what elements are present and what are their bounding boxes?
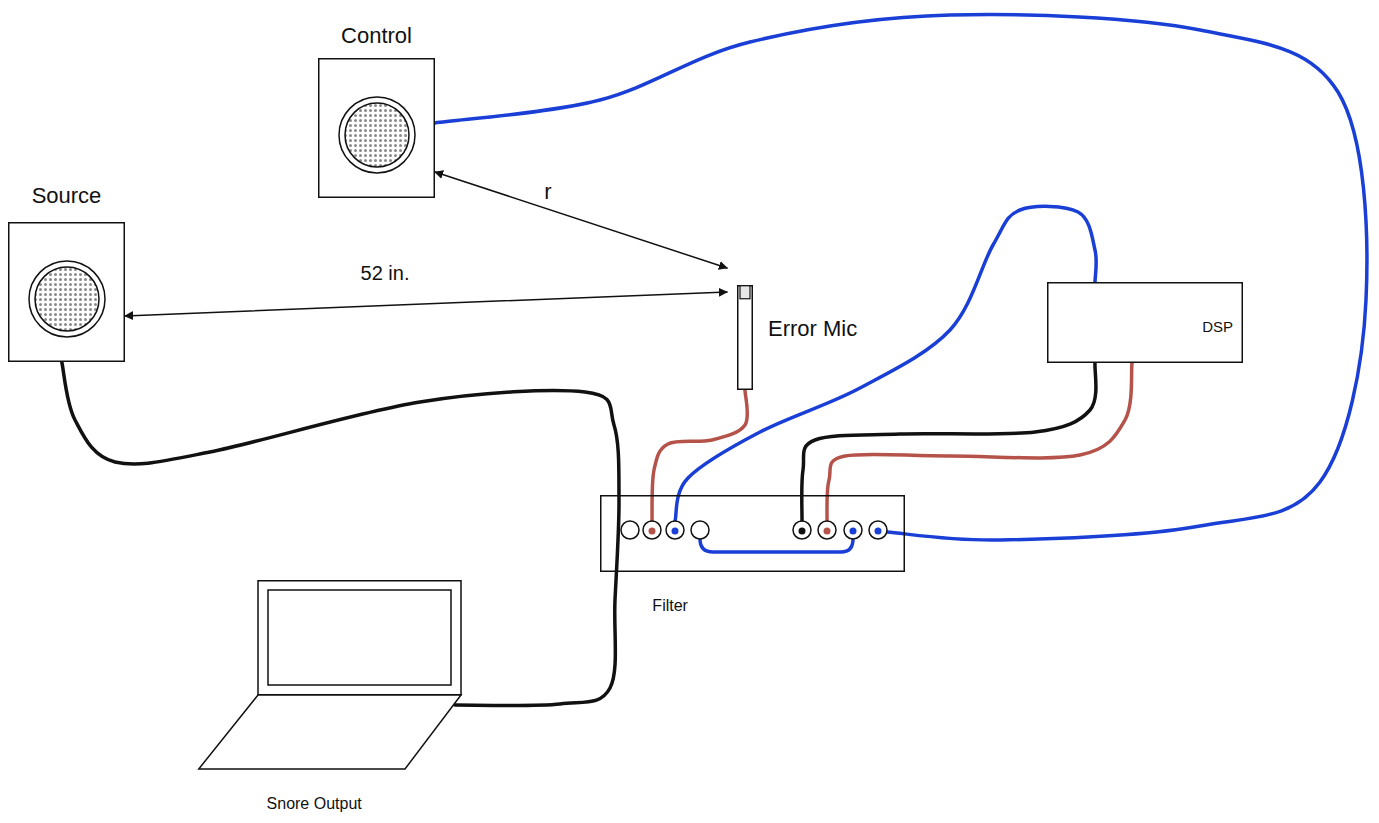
speaker-cone xyxy=(345,103,409,167)
dimension-label: 52 in. xyxy=(358,261,413,285)
speaker-cabinet xyxy=(9,223,125,362)
mic-capsule xyxy=(740,286,750,299)
distance-arrow xyxy=(435,172,727,268)
speaker-rim xyxy=(339,97,415,173)
error-microphone: Error Mic xyxy=(737,285,753,390)
speaker-rim xyxy=(29,261,105,337)
mic-body xyxy=(738,286,753,390)
error-microphone-shape xyxy=(737,285,753,390)
node-label: Control xyxy=(341,23,412,49)
plug-tip xyxy=(672,528,679,535)
source-speaker: Source xyxy=(8,222,125,362)
jumper-wire xyxy=(700,539,853,552)
control-speaker-shape xyxy=(318,58,435,198)
laptop-display xyxy=(268,590,451,685)
laptop-screen xyxy=(258,581,461,695)
dsp-output-cable xyxy=(802,363,1096,521)
node-label: DSP xyxy=(1202,318,1233,336)
plug-tip xyxy=(824,528,831,535)
dsp-input-cable xyxy=(675,206,1096,521)
control-speaker-cable xyxy=(435,15,1367,541)
dimension-label: r xyxy=(541,179,554,205)
audio-cable xyxy=(62,362,619,706)
speaker-cabinet xyxy=(319,59,435,198)
jack-port xyxy=(691,521,709,539)
laptop-shape xyxy=(198,580,462,770)
jack-port xyxy=(621,521,639,539)
jack-port xyxy=(793,521,811,539)
control-speaker: Control xyxy=(318,58,435,198)
jack-port xyxy=(643,521,661,539)
laptop-base xyxy=(199,695,461,769)
node-label: Snore Output xyxy=(267,794,362,813)
filter-outline xyxy=(601,496,905,572)
node-label: Error Mic xyxy=(768,316,857,342)
jack-port xyxy=(869,521,887,539)
node-label: Source xyxy=(32,183,102,209)
jack-port xyxy=(844,521,862,539)
distance-arrow xyxy=(125,292,727,316)
filter-box: Filter xyxy=(600,495,905,572)
dsp-reference-cable xyxy=(827,363,1132,521)
plug-tip xyxy=(850,528,857,535)
filter-box-shape xyxy=(600,495,905,572)
speaker-cone xyxy=(35,267,99,331)
source-speaker-shape xyxy=(8,222,125,362)
dsp-outline xyxy=(1048,283,1243,363)
plug-tip xyxy=(799,528,806,535)
plug-tip xyxy=(649,528,656,535)
jack-port xyxy=(818,521,836,539)
mic-cable xyxy=(652,390,747,521)
jack-port xyxy=(666,521,684,539)
dsp-box: DSP xyxy=(1047,282,1243,363)
node-label: Filter xyxy=(652,596,688,615)
laptop: Snore Output xyxy=(198,580,462,770)
plug-tip xyxy=(875,528,882,535)
